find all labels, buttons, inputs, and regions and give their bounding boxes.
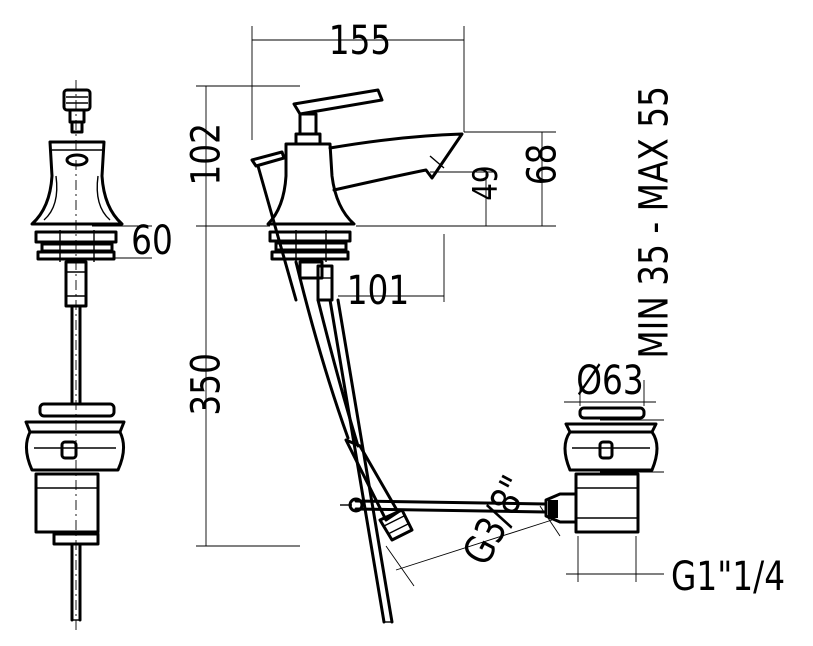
lever-stem (298, 112, 318, 136)
dim-hose-length: 350 (182, 353, 229, 416)
dim-deck-thickness: MIN 35 - MAX 55 (630, 86, 677, 359)
tap-body (266, 142, 356, 226)
side-tap-body (30, 140, 124, 226)
lever-handle (292, 88, 384, 116)
side-view-tap (24, 80, 126, 630)
dim-spout-inner-height: 49 (466, 165, 505, 200)
base-flange (268, 230, 352, 243)
waste-plug (578, 406, 646, 420)
side-handle-stem (68, 108, 86, 124)
dim-hose-thread: G3/8" (453, 468, 538, 572)
side-waste-tube (34, 472, 100, 534)
dim-base-height: 60 (131, 217, 173, 264)
tailpiece (316, 264, 334, 302)
side-waste-flange (38, 402, 116, 418)
dim-body-height: 102 (182, 123, 229, 186)
front-view-tap (250, 88, 464, 624)
linkage-rod (354, 499, 548, 506)
waste-side-port (544, 492, 578, 524)
dim-spout-reach: 155 (329, 17, 392, 64)
side-waste-body (25, 430, 125, 472)
waste-tube (574, 472, 640, 534)
dim-waste-thread: G1"1/4 (671, 553, 785, 600)
spout (328, 132, 464, 192)
dimension-lines (92, 26, 664, 587)
waste-body (563, 430, 659, 472)
popup-rod (328, 298, 386, 624)
popup-knob (250, 150, 286, 168)
flex-hose (294, 260, 350, 440)
dim-tail-offset: 101 (347, 267, 410, 314)
dim-waste-diameter: Ø63 (576, 357, 644, 404)
waste-view (354, 406, 659, 534)
side-handle-knob (62, 88, 92, 112)
side-outlet (65, 153, 89, 167)
port-nut (548, 500, 558, 518)
dim-spout-outlet-height: 68 (518, 143, 565, 185)
